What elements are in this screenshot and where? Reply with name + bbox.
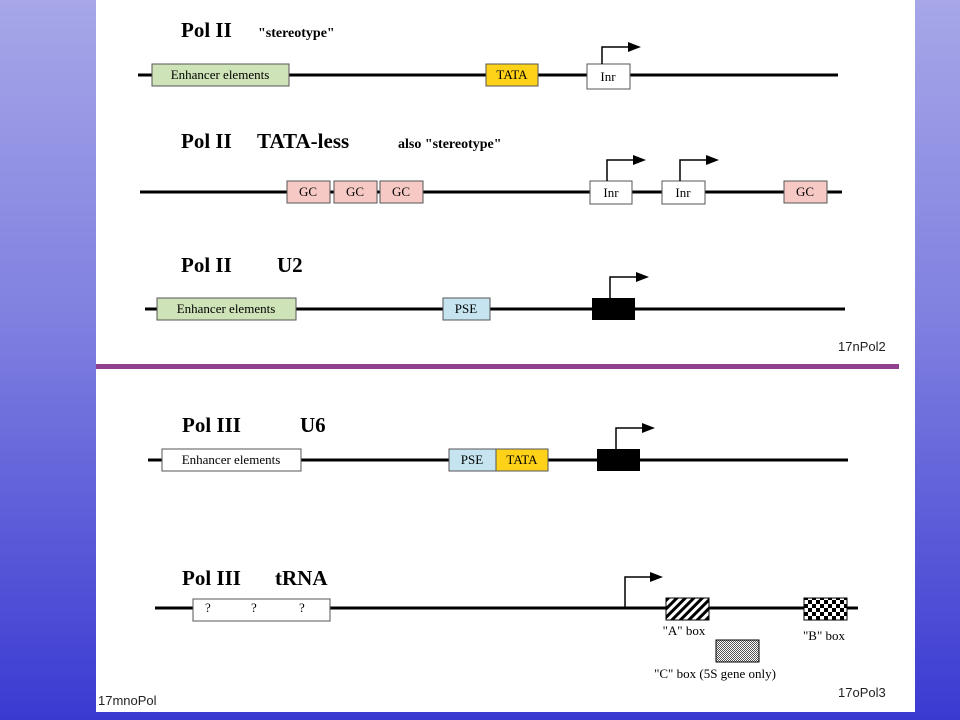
sec5-title: Pol III [182, 566, 241, 590]
inr-label: Inr [603, 185, 619, 200]
sec2-note: also "stereotype" [398, 137, 502, 152]
enhancer-box [161, 448, 302, 472]
inr-box-2 [661, 180, 706, 205]
gc-box-1 [286, 180, 331, 204]
sec3-title: Pol II [181, 253, 232, 277]
unknown-mark: ? [299, 600, 305, 615]
pse-label: PSE [461, 452, 483, 467]
sec4-title: Pol III [182, 413, 241, 437]
tata-label: TATA [496, 67, 528, 82]
figure-code-right: 17oPol3 [838, 685, 886, 700]
c-box-label: "C" box (5S gene only) [654, 666, 776, 681]
transcription-start-arrow-icon [679, 155, 719, 181]
a-box-label: "A" box [663, 623, 706, 638]
tata-label: TATA [506, 452, 538, 467]
transcription-start-arrow-icon [615, 423, 655, 449]
section-pol2-u2: Pol II U2 Enhancer elements PSE 17nPol2 [145, 253, 886, 354]
inr-box [586, 63, 631, 90]
section-pol3-u6: Pol III U6 Enhancer elements PSE TATA [148, 413, 848, 472]
unknown-elements-box [192, 598, 331, 622]
unknown-mark: ? [251, 600, 257, 615]
gene-block [597, 449, 640, 471]
sec5-subtitle: tRNA [275, 566, 328, 590]
inr-label: Inr [600, 69, 616, 84]
tata-box [485, 63, 539, 87]
section-divider [96, 364, 899, 369]
enhancer-box [156, 297, 297, 321]
pse-label: PSE [455, 301, 477, 316]
enhancer-label: Enhancer elements [171, 67, 270, 82]
enhancer-label: Enhancer elements [177, 301, 276, 316]
section-pol3-trna: Pol III tRNA ? ? ? "A" box "B" box "C" b… [155, 566, 858, 681]
sec2-subtitle: TATA-less [257, 129, 349, 153]
gc-label: GC [299, 184, 317, 199]
section-pol2-stereotype: Pol II "stereotype" Enhancer elements TA… [138, 18, 838, 90]
gc-box-4 [783, 180, 828, 204]
unknown-mark: ? [205, 600, 211, 615]
transcription-start-arrow-icon [606, 155, 646, 181]
figure-code-top: 17nPol2 [838, 339, 886, 354]
gc-label: GC [796, 184, 814, 199]
gc-label: GC [392, 184, 410, 199]
transcription-start-arrow-icon [624, 572, 663, 608]
sec1-title: Pol II [181, 18, 232, 42]
sec1-subtitle: "stereotype" [258, 26, 335, 41]
enhancer-box [151, 63, 290, 87]
section-pol2-tata-less: Pol II TATA-less also "stereotype" GC GC… [140, 129, 842, 205]
gc-box-2 [333, 180, 378, 204]
inr-box-1 [589, 180, 633, 205]
transcription-start-arrow-icon [609, 272, 649, 298]
sec4-subtitle: U6 [300, 413, 326, 437]
c-box [715, 639, 760, 663]
slide-canvas [96, 0, 915, 712]
a-box [665, 597, 710, 621]
sec3-subtitle: U2 [277, 253, 303, 277]
b-box [803, 597, 848, 621]
transcription-start-arrow-icon [601, 42, 641, 64]
tata-box [495, 448, 549, 472]
gc-box-3 [379, 180, 424, 204]
pse-box [442, 297, 491, 321]
inr-label: Inr [675, 185, 691, 200]
enhancer-label: Enhancer elements [182, 452, 281, 467]
gene-block [592, 298, 635, 320]
b-box-label: "B" box [803, 628, 846, 643]
sec2-title: Pol II [181, 129, 232, 153]
figure-code-left: 17mnoPol [98, 693, 157, 708]
gc-label: GC [346, 184, 364, 199]
